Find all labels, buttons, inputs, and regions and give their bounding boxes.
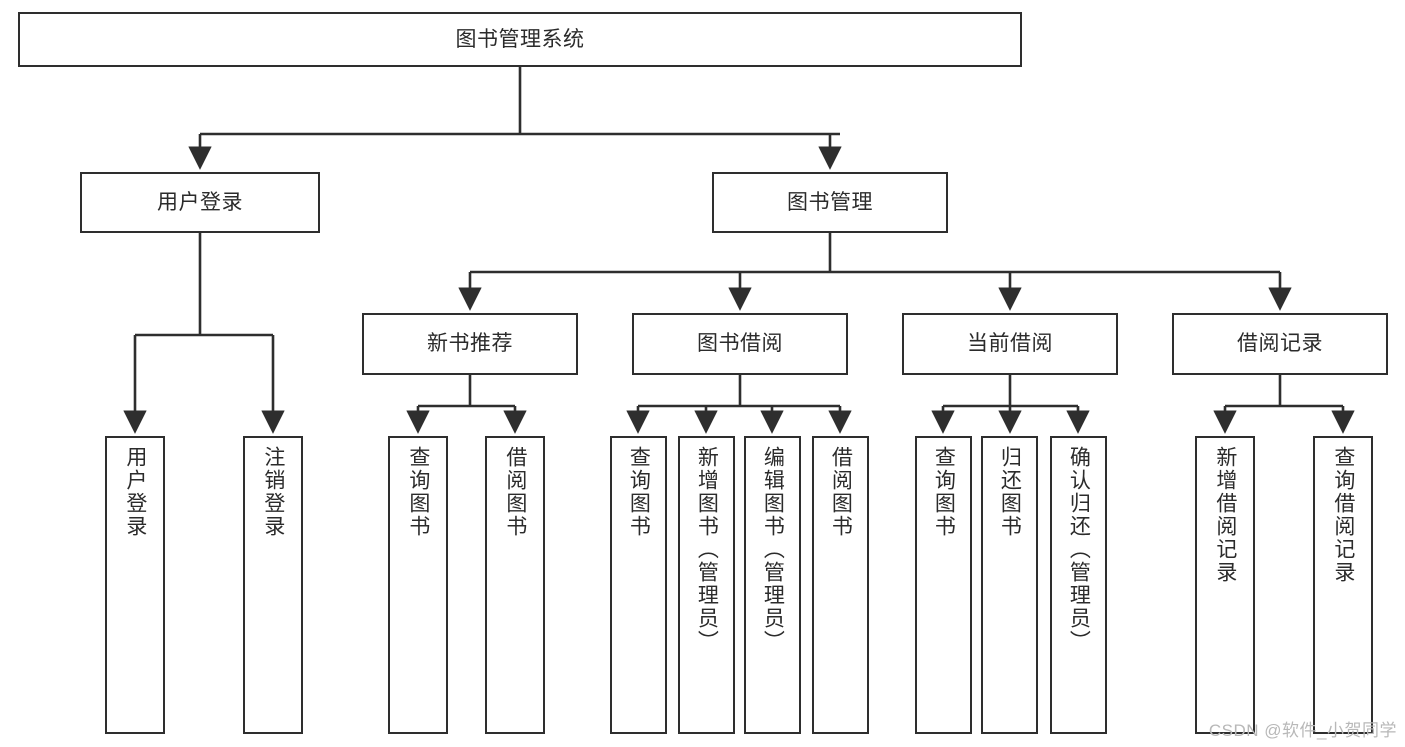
node-leaf-borrow-book-rec-label: 借阅图书 bbox=[503, 446, 527, 538]
node-leaf-add-borrow-rec[interactable]: 新增借阅记录 bbox=[1195, 436, 1255, 734]
node-leaf-return-book-label: 归还图书 bbox=[998, 446, 1022, 538]
node-leaf-query-book-label: 查询图书 bbox=[627, 446, 651, 538]
node-new-book-rec[interactable]: 新书推荐 bbox=[362, 313, 578, 375]
node-leaf-add-book-admin[interactable]: 新增图书（管理员） bbox=[678, 436, 735, 734]
node-leaf-borrow-book-rec[interactable]: 借阅图书 bbox=[485, 436, 545, 734]
node-user-login[interactable]: 用户登录 bbox=[80, 172, 320, 233]
node-leaf-user-login-label: 用户登录 bbox=[123, 446, 147, 538]
node-leaf-edit-book-admin-label: 编辑图书（管理员） bbox=[761, 446, 785, 653]
node-current-borrow[interactable]: 当前借阅 bbox=[902, 313, 1118, 375]
node-leaf-confirm-return[interactable]: 确认归还（管理员） bbox=[1050, 436, 1107, 734]
node-user-login-label: 用户登录 bbox=[157, 190, 243, 214]
node-leaf-borrow-book[interactable]: 借阅图书 bbox=[812, 436, 869, 734]
node-root-label: 图书管理系统 bbox=[455, 27, 585, 51]
node-book-borrow-label: 图书借阅 bbox=[697, 332, 783, 356]
node-leaf-query-book[interactable]: 查询图书 bbox=[610, 436, 667, 734]
node-leaf-user-logout[interactable]: 注销登录 bbox=[243, 436, 303, 734]
node-leaf-query-book-rec[interactable]: 查询图书 bbox=[388, 436, 448, 734]
node-leaf-user-logout-label: 注销登录 bbox=[261, 446, 285, 538]
node-leaf-add-book-admin-label: 新增图书（管理员） bbox=[695, 446, 719, 653]
node-leaf-user-login[interactable]: 用户登录 bbox=[105, 436, 165, 734]
node-leaf-add-borrow-rec-label: 新增借阅记录 bbox=[1213, 446, 1237, 584]
node-leaf-query-borrow-rec[interactable]: 查询借阅记录 bbox=[1313, 436, 1373, 734]
node-book-manage[interactable]: 图书管理 bbox=[712, 172, 948, 233]
node-leaf-query-borrow-rec-label: 查询借阅记录 bbox=[1331, 446, 1355, 584]
node-new-book-rec-label: 新书推荐 bbox=[427, 332, 513, 356]
node-book-borrow[interactable]: 图书借阅 bbox=[632, 313, 848, 375]
node-root-system[interactable]: 图书管理系统 bbox=[18, 12, 1022, 67]
watermark-text: CSDN @软件_小贺同学 bbox=[1208, 721, 1397, 740]
node-leaf-edit-book-admin[interactable]: 编辑图书（管理员） bbox=[744, 436, 801, 734]
node-book-manage-label: 图书管理 bbox=[787, 190, 873, 214]
node-leaf-query-book-cur[interactable]: 查询图书 bbox=[915, 436, 972, 734]
node-borrow-record-label: 借阅记录 bbox=[1237, 332, 1323, 356]
node-current-borrow-label: 当前借阅 bbox=[967, 332, 1053, 356]
node-leaf-borrow-book-label: 借阅图书 bbox=[829, 446, 853, 538]
node-leaf-query-book-cur-label: 查询图书 bbox=[932, 446, 956, 538]
node-borrow-record[interactable]: 借阅记录 bbox=[1172, 313, 1388, 375]
node-leaf-return-book[interactable]: 归还图书 bbox=[981, 436, 1038, 734]
node-leaf-query-book-rec-label: 查询图书 bbox=[406, 446, 430, 538]
node-leaf-confirm-return-label: 确认归还（管理员） bbox=[1067, 446, 1091, 653]
